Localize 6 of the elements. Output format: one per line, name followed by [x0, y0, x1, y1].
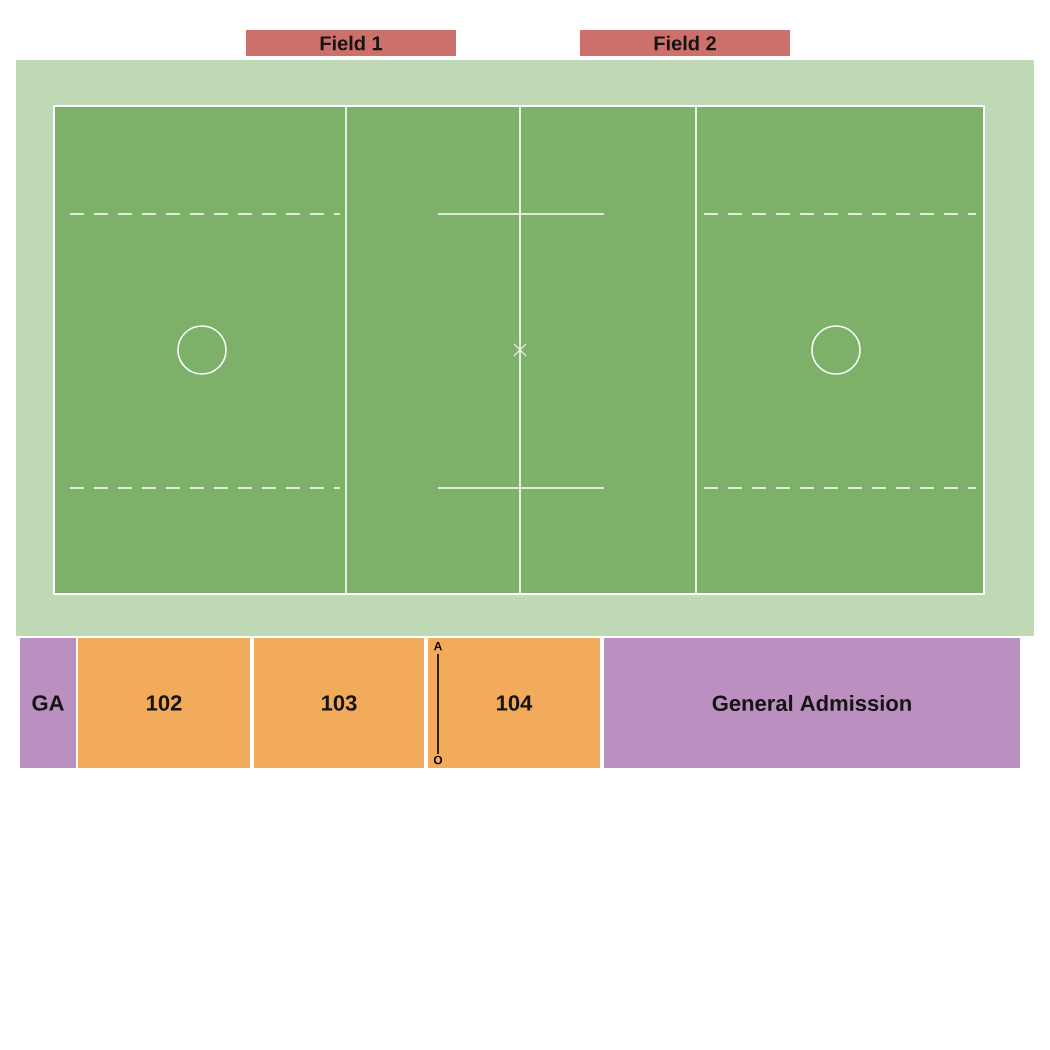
field-label: Field 1 — [246, 30, 456, 56]
seating-section: 102 — [78, 638, 250, 768]
seating-section: GA — [20, 638, 76, 768]
seating-section: General Admission — [604, 638, 1020, 768]
seating-section: 103 — [254, 638, 424, 768]
field-label: Field 2 — [580, 30, 790, 56]
